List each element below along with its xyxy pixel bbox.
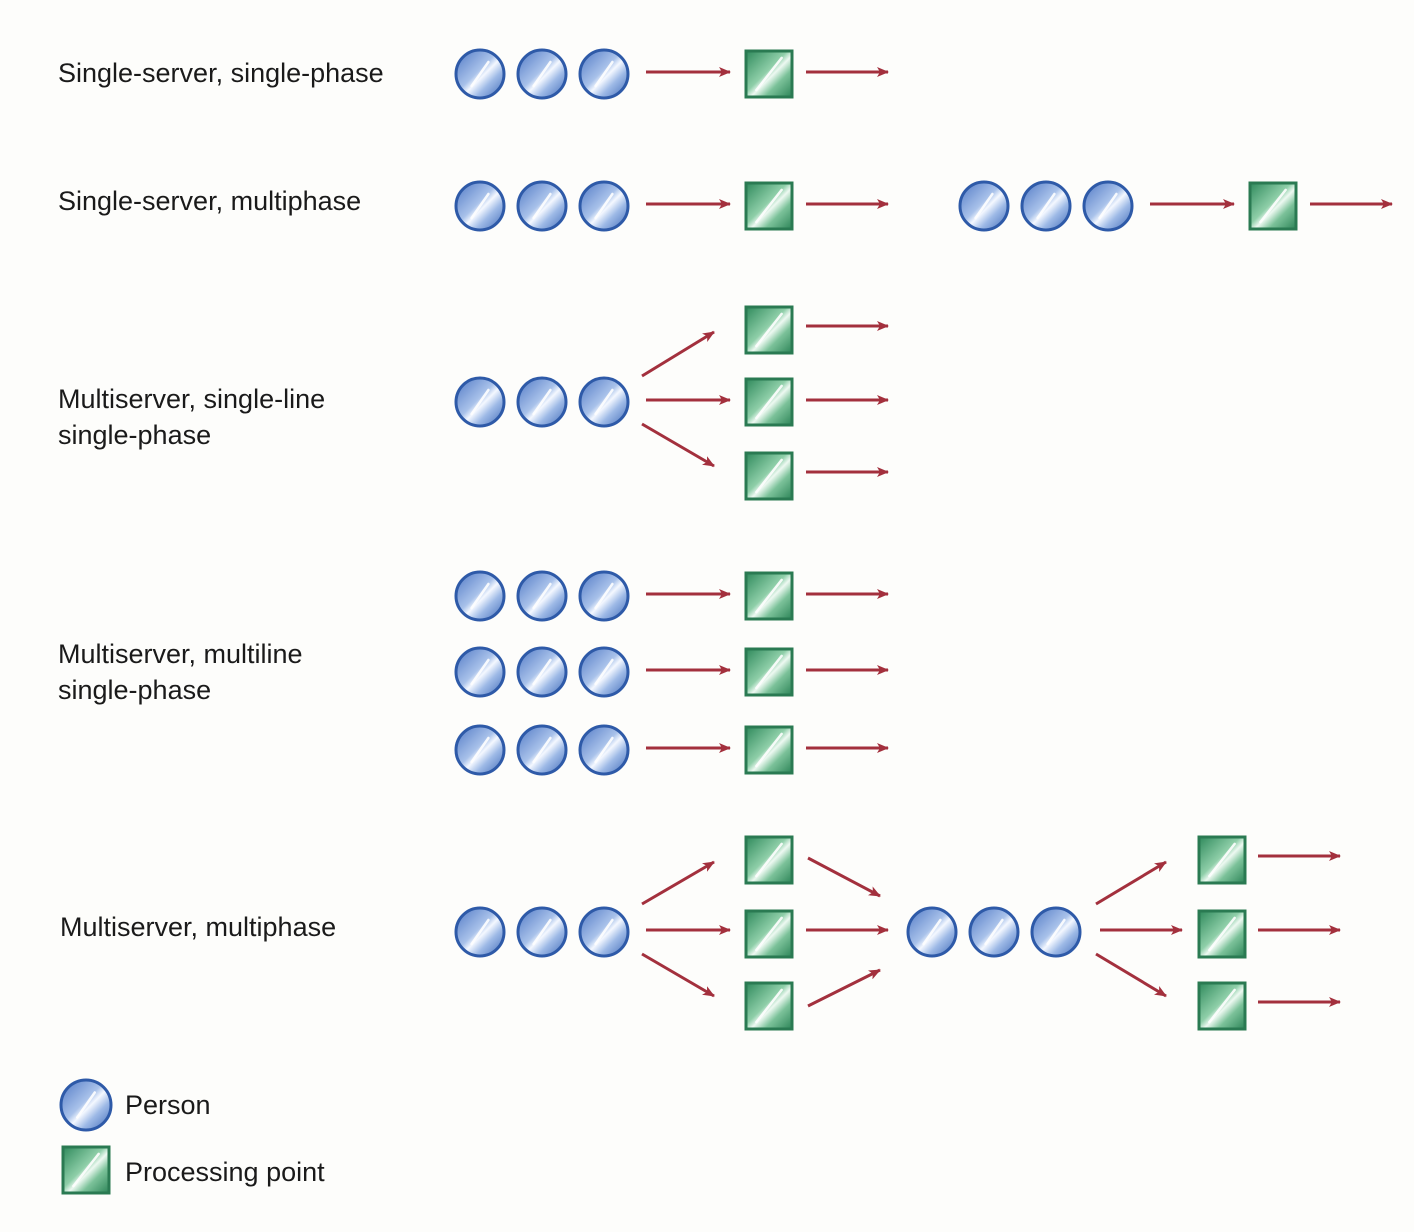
person-icon (1030, 906, 1082, 958)
row-label-line: Single-server, multiphase (58, 186, 362, 216)
person-icon (578, 376, 630, 428)
person-icon (958, 180, 1010, 232)
row-label-single-server-multiphase: Single-server, multiphase (58, 183, 361, 219)
legend-processing-point-icon (61, 1145, 111, 1195)
person-icon (1020, 180, 1072, 232)
person-icon (578, 646, 630, 698)
person-icon (516, 570, 568, 622)
row-label-multiserver-multiphase: Multiserver, multiphase (60, 909, 336, 945)
person-icon (1082, 180, 1134, 232)
person-icon (454, 48, 506, 100)
row-label-line: Multiserver, multiphase (60, 912, 337, 942)
flow-arrow (807, 968, 881, 1008)
flow-arrow (1095, 952, 1167, 998)
person-icon (968, 906, 1020, 958)
row-label-multiserver-single-line: Multiserver, single-line single-phase (58, 381, 325, 453)
processing-point-icon (744, 909, 794, 959)
person-icon (516, 646, 568, 698)
flow-arrow (1095, 860, 1167, 906)
row-label-line: Multiserver, single-line (58, 384, 326, 414)
row-label-line: Single-server, single-phase (58, 58, 384, 88)
person-icon (516, 48, 568, 100)
processing-point-icon (744, 451, 794, 501)
person-icon (578, 724, 630, 776)
flow-arrow (641, 422, 715, 468)
legend-person-icon (59, 1078, 113, 1132)
processing-point-icon (744, 725, 794, 775)
person-icon (454, 906, 506, 958)
legend-person-label: Person (125, 1090, 211, 1120)
person-icon (516, 180, 568, 232)
row-label-line: single-phase (58, 420, 212, 450)
processing-point-icon (1197, 909, 1247, 959)
person-icon (906, 906, 958, 958)
row-label-line: Multiserver, multiline (58, 639, 303, 669)
row-label-multiserver-multiline: Multiserver, multiline single-phase (58, 636, 303, 708)
processing-point-icon (744, 49, 794, 99)
person-icon (454, 376, 506, 428)
processing-point-icon (744, 571, 794, 621)
row-label-single-server-single-phase: Single-server, single-phase (58, 55, 384, 91)
person-icon (516, 906, 568, 958)
flow-arrow (641, 330, 715, 378)
person-icon (454, 724, 506, 776)
person-icon (454, 646, 506, 698)
row-label-line: single-phase (58, 675, 212, 705)
person-icon (454, 570, 506, 622)
legend-processing-point-label: Processing point (125, 1157, 325, 1187)
processing-point-icon (744, 647, 794, 697)
flow-arrow (641, 952, 715, 998)
person-icon (516, 724, 568, 776)
person-icon (578, 570, 630, 622)
processing-point-icon (744, 377, 794, 427)
flow-arrow (807, 856, 881, 898)
person-icon (578, 48, 630, 100)
person-icon (516, 376, 568, 428)
person-icon (578, 906, 630, 958)
processing-point-icon (744, 835, 794, 885)
processing-point-icon (744, 981, 794, 1031)
processing-point-icon (1248, 181, 1298, 231)
person-icon (454, 180, 506, 232)
processing-point-icon (744, 305, 794, 355)
processing-point-icon (1197, 835, 1247, 885)
flow-arrow (641, 860, 715, 906)
processing-point-icon (744, 181, 794, 231)
processing-point-icon (1197, 981, 1247, 1031)
person-icon (578, 180, 630, 232)
